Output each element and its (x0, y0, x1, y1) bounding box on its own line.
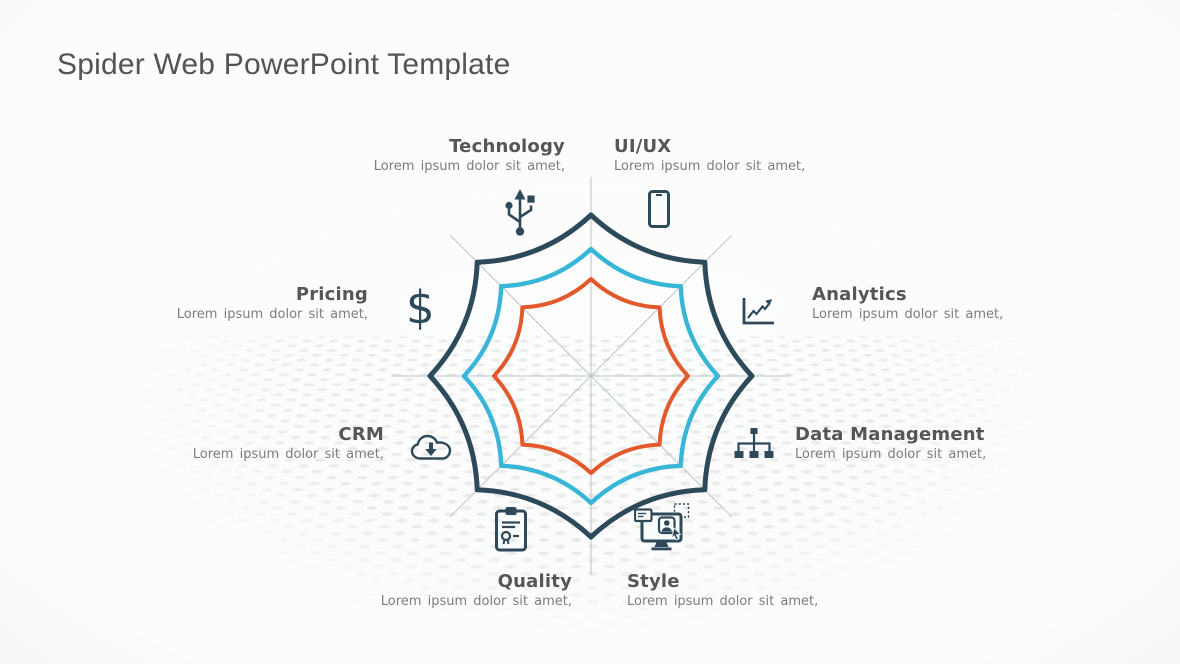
category-style: Style Lorem ipsum dolor sit amet, (627, 571, 847, 610)
category-crm: CRM Lorem ipsum dolor sit amet, (174, 424, 384, 463)
category-desc: Lorem ipsum dolor sit amet, (795, 447, 1025, 463)
category-data-management: Data Management Lorem ipsum dolor sit am… (795, 424, 1025, 463)
usb-icon (499, 189, 541, 237)
category-desc: Lorem ipsum dolor sit amet, (362, 594, 572, 610)
category-label: CRM (174, 424, 384, 445)
category-label: Quality (362, 571, 572, 592)
monitor-design-icon (634, 503, 690, 555)
category-label: Data Management (795, 424, 1025, 445)
category-label: Technology (355, 136, 565, 157)
category-desc: Lorem ipsum dolor sit amet, (158, 307, 368, 323)
category-desc: Lorem ipsum dolor sit amet, (355, 159, 565, 175)
category-desc: Lorem ipsum dolor sit amet, (627, 594, 847, 610)
category-desc: Lorem ipsum dolor sit amet, (614, 159, 834, 175)
category-pricing: Pricing Lorem ipsum dolor sit amet, (158, 284, 368, 323)
category-analytics: Analytics Lorem ipsum dolor sit amet, (812, 284, 1032, 323)
category-label: Style (627, 571, 847, 592)
category-desc: Lorem ipsum dolor sit amet, (174, 447, 384, 463)
category-technology: Technology Lorem ipsum dolor sit amet, (355, 136, 565, 175)
clipboard-badge-icon (494, 506, 528, 552)
category-label: Pricing (158, 284, 368, 305)
category-desc: Lorem ipsum dolor sit amet, (812, 307, 1032, 323)
line-chart-icon (741, 296, 775, 326)
category-quality: Quality Lorem ipsum dolor sit amet, (362, 571, 572, 610)
smartphone-icon (648, 190, 670, 228)
dollar-icon: $ (406, 285, 435, 330)
category-uiux: UI/UX Lorem ipsum dolor sit amet, (614, 136, 834, 175)
cloud-download-icon (410, 434, 452, 461)
category-label: UI/UX (614, 136, 834, 157)
category-label: Analytics (812, 284, 1032, 305)
sitemap-icon (734, 427, 774, 461)
